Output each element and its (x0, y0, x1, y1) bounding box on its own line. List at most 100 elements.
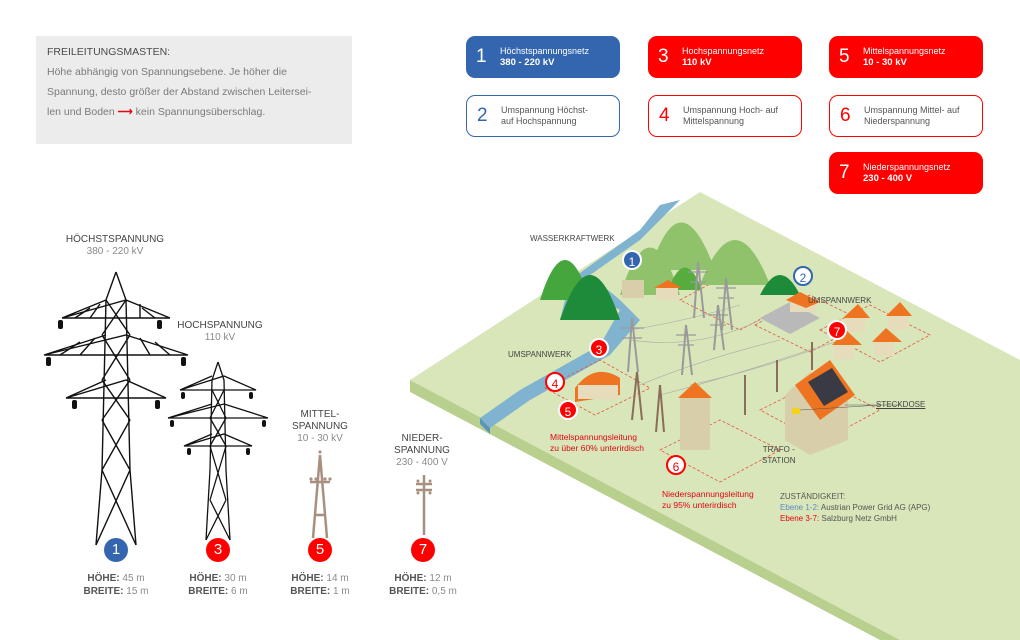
map-tower-arms (620, 271, 736, 346)
responsibility-label-1: Ebene 1-2: (780, 503, 820, 512)
houses (832, 302, 912, 359)
hoehe-label: HÖHE: (394, 573, 427, 584)
legend-number: 4 (659, 105, 670, 126)
responsibility-value-2: Salzburg Netz GmbH (821, 514, 897, 523)
tower-dims-3: HÖHE: 30 m BREITE: 6 m (168, 572, 268, 598)
legend-value: 380 - 220 kV (500, 57, 555, 68)
legend-item-2: 2 Umspannung Höchst-auf Hochspannung (466, 95, 620, 137)
label-nieder-1: Niederspannungsleitung (662, 489, 754, 499)
ground-plane (410, 192, 1020, 640)
hoehe-label: HÖHE: (87, 573, 120, 584)
label-mittel-1: Mittelspannungsleitung (550, 432, 637, 442)
breite-label: BREITE: (188, 586, 229, 597)
legend-value: 110 kV (682, 57, 712, 68)
tower-voltage: 10 - 30 kV (297, 433, 343, 444)
socket (792, 408, 800, 414)
tower-dims-7: HÖHE: 12 m BREITE: 0,5 m (373, 572, 473, 598)
tower-voltage: 380 - 220 kV (86, 246, 144, 257)
hoehe-label: HÖHE: (189, 573, 222, 584)
hoehe-value: 45 m (122, 573, 145, 584)
tower-hoechst (43, 271, 189, 546)
tower-name-1: NIEDER- (401, 433, 443, 444)
tower-name-2: SPANNUNG (292, 421, 348, 432)
label-nieder-2: zu 95% unterirdisch (662, 500, 737, 510)
breite-label: BREITE: (290, 586, 331, 597)
river (480, 200, 680, 428)
tower-mittel (310, 454, 330, 539)
tower-drawings (43, 271, 432, 546)
breite-value: 1 m (333, 586, 350, 597)
legend-value: Niederspannung (864, 116, 931, 126)
label-mittel-2: zu über 60% unterirdisch (550, 443, 645, 453)
legend-number: 1 (476, 46, 487, 67)
breite-value: 15 m (126, 586, 149, 597)
tower-voltage: 230 - 400 V (396, 457, 448, 468)
legend-number: 3 (658, 46, 669, 67)
breite-value: 6 m (231, 586, 248, 597)
breite-label: BREITE: (389, 586, 430, 597)
tower-label-nieder: NIEDER- SPANNUNG 230 - 400 V (382, 433, 462, 469)
info-line-1: Höhe abhängig von Spannungsebene. Je höh… (47, 66, 287, 78)
ground-edge (410, 380, 900, 640)
info-line-3: len und Boden ⟶ kein Spannungsüberschlag… (47, 102, 341, 122)
legend-label: Umspannung Höchst- (501, 105, 589, 115)
solar-panel (808, 368, 848, 406)
legend-number: 5 (839, 46, 850, 67)
wood-poles (631, 342, 813, 433)
label-umspannwerk-left: UMSPANNWERK (508, 350, 572, 359)
trafo-station (680, 398, 710, 450)
insulators-hoch (170, 392, 266, 455)
legend-label: Hochspannungsnetz (682, 46, 765, 56)
tower-label-hoch: HOCHSPANNUNG 110 kV (155, 320, 285, 344)
hoehe-value: 30 m (224, 573, 247, 584)
arrow-right-icon: ⟶ (117, 106, 133, 118)
label-wasserkraftwerk: WASSERKRAFTWERK (530, 234, 615, 243)
map-badge-2: 2 (793, 266, 813, 286)
breite-value: 0,5 m (431, 586, 457, 597)
tower-badge-3: 3 (206, 538, 230, 562)
map-badge-3: 3 (589, 338, 609, 358)
hydro-plant (622, 280, 644, 298)
info-line-3a: len und Boden (47, 106, 115, 118)
tower-name: HÖCHSTSPANNUNG (65, 234, 165, 245)
label-steckdose: STECKDOSE (876, 400, 926, 409)
label-trafo-1: TRAFO - (762, 445, 795, 454)
insulators-mittel (309, 450, 332, 481)
info-box: FREILEITUNGSMASTEN: Höhe abhängig von Sp… (36, 36, 352, 144)
legend-label: Umspannung Mittel- auf (864, 105, 960, 115)
tower-badge-7: 7 (411, 538, 435, 562)
legend-number: 7 (839, 162, 850, 183)
map-badge-4: 4 (545, 372, 565, 392)
info-line-3b: kein Spannungsüberschlag. (135, 106, 266, 118)
tower-name-2: SPANNUNG (394, 445, 450, 456)
legend-label: Niederspannungsnetz (863, 162, 951, 172)
info-title: FREILEITUNGSMASTEN: (47, 46, 171, 58)
tower-nieder (416, 475, 432, 535)
tower-label-hoechst: HÖCHSTSPANNUNG 380 - 220 kV (50, 234, 180, 258)
insulators-hoechst (46, 320, 186, 409)
tower-hoch (167, 361, 269, 541)
info-line-2: Spannung, desto größer der Abstand zwisc… (47, 86, 312, 98)
tower-name-1: MITTEL- (300, 409, 340, 420)
legend-value: auf Hochspannung (501, 116, 577, 126)
responsibility-block: ZUSTÄNDIGKEIT: Ebene 1-2: Austrian Power… (780, 491, 930, 524)
hoehe-value: 14 m (326, 573, 349, 584)
tower-label-mittel: MITTEL- SPANNUNG 10 - 30 kV (280, 409, 360, 445)
label-umspannwerk-right: UMSPANNWERK (808, 296, 872, 305)
map-badge-6: 6 (666, 455, 686, 475)
legend-label: Umspannung Hoch- auf (683, 105, 779, 115)
tower-voltage: 110 kV (204, 332, 236, 343)
legend-value: Mittelspannung (683, 116, 745, 126)
map-badge-1: 1 (622, 250, 642, 270)
tower-name: HOCHSPANNUNG (177, 320, 263, 331)
tower-dims-1: HÖHE: 45 m BREITE: 15 m (66, 572, 166, 598)
